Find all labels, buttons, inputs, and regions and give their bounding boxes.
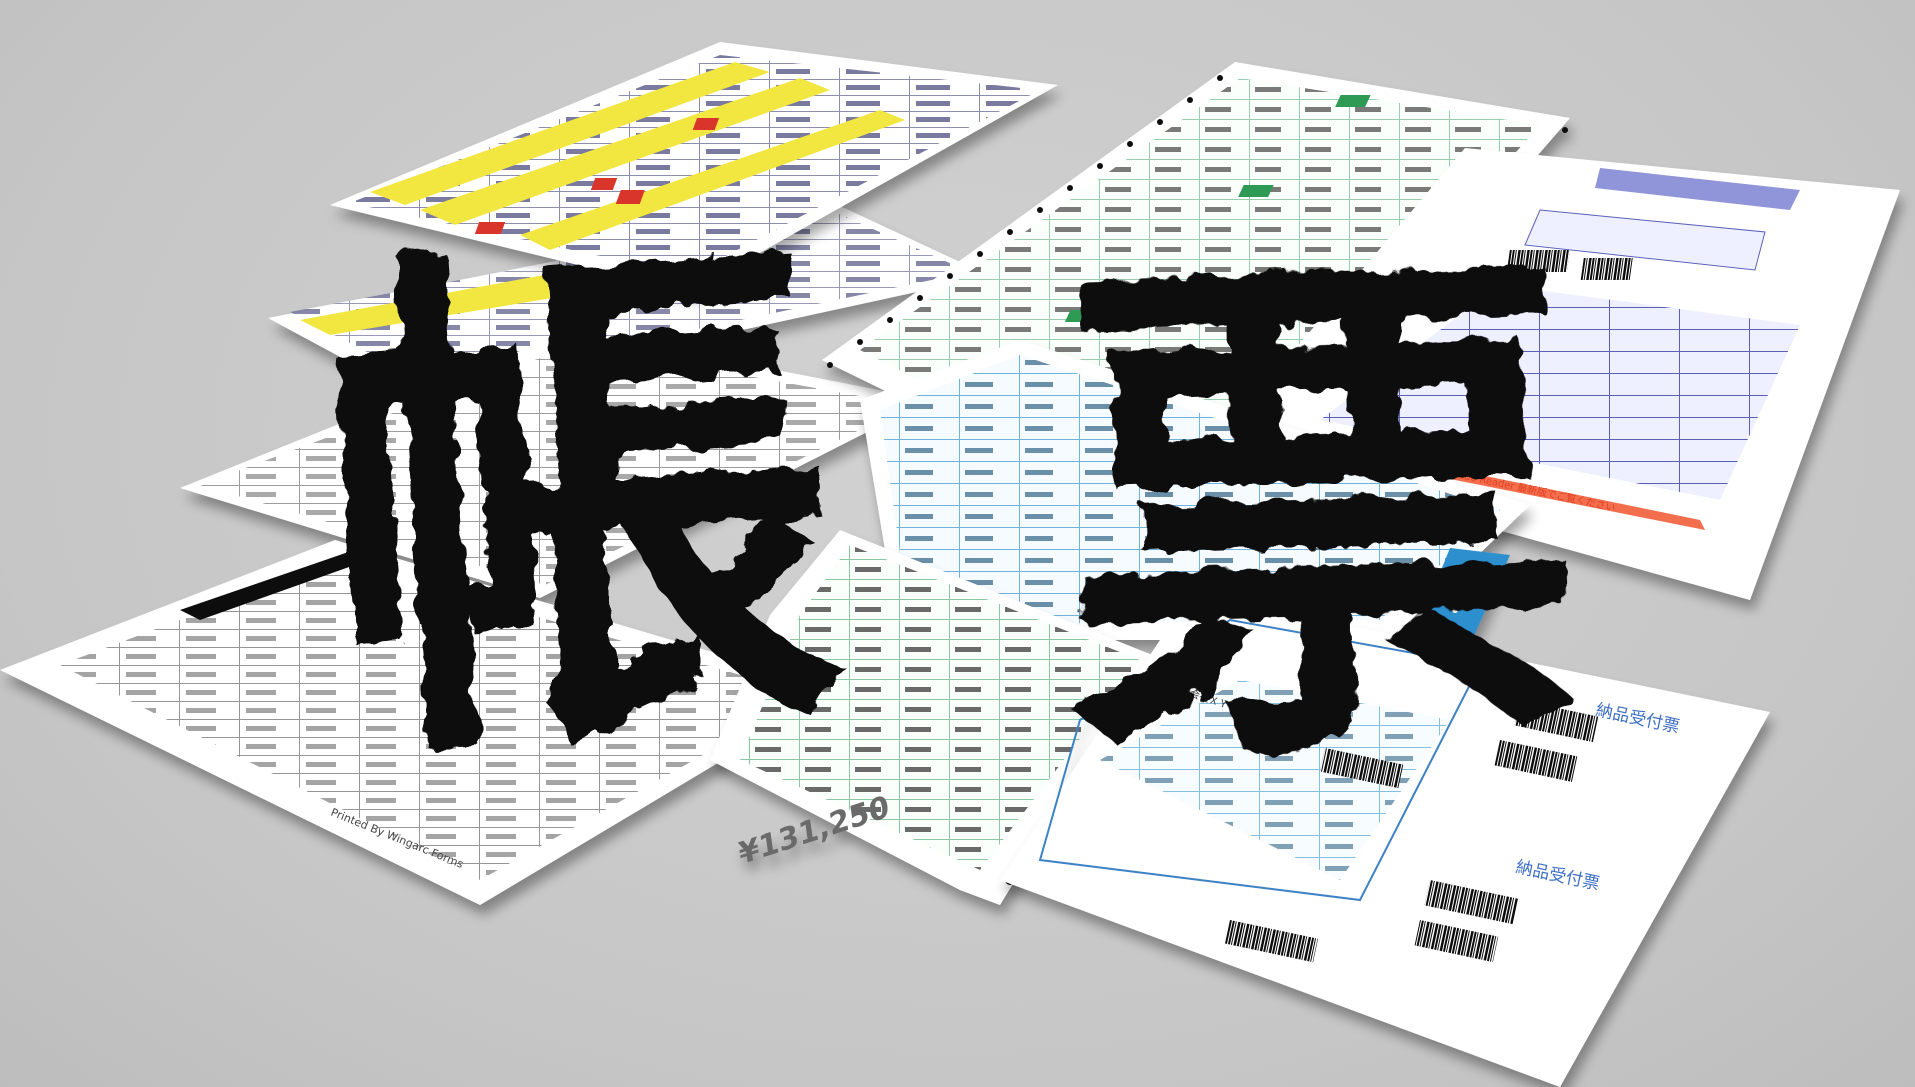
report-sheet-mono-middle (180, 330, 930, 598)
report-sheet-yellow-back (268, 205, 990, 400)
calligraphy-char-2: 票 (1050, 201, 1591, 830)
delivery-slip-sheet: 納品受付票 納品受付票 株式会社ＸＹＺ・ＡＢＣ (1000, 598, 1770, 1087)
invoice-sheet-purple: Adobe Reader 最新版でご覧ください (1210, 148, 1900, 600)
report-sheet-yellow-front (330, 42, 1058, 292)
calligraphy: 帳 票 (300, 182, 1591, 830)
calligraphy-char-1: 帳 (300, 182, 861, 828)
report-sheet-mono-front: Printed By Wingarc Forms (0, 540, 840, 905)
